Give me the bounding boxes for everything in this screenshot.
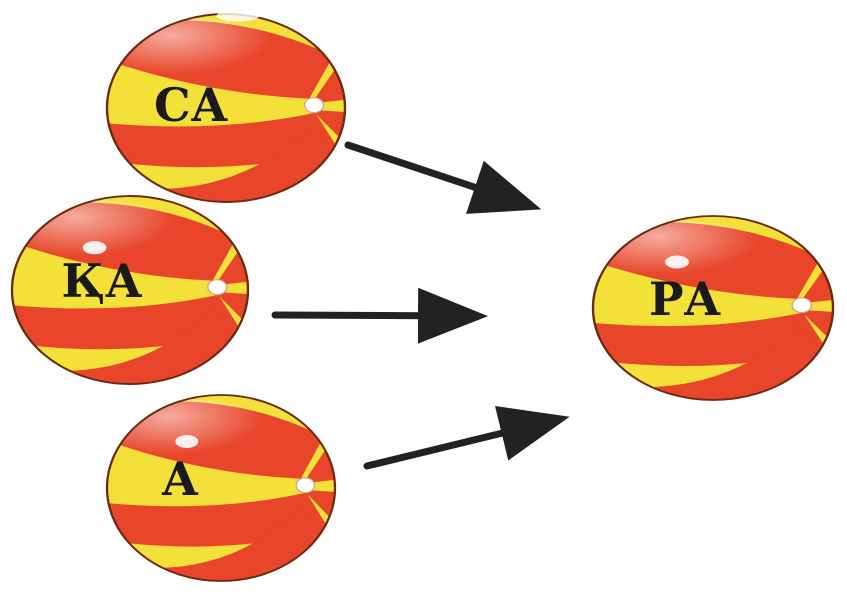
arrow-qa-to-ra: [271, 287, 488, 344]
ball-a-label: А: [161, 452, 199, 506]
ball-sa-label: СА: [154, 78, 229, 132]
ball-sa: СА: [95, 10, 357, 212]
ball-ra: РА: [581, 216, 845, 410]
ball-qa: ҚА: [0, 196, 260, 394]
ball-ra-label: РА: [649, 272, 722, 326]
ball-a: А: [96, 395, 347, 591]
arrow-a-to-ra: [363, 406, 570, 470]
ball-qa-label: ҚА: [61, 254, 143, 308]
arrow-sa-to-ra: [344, 141, 542, 214]
